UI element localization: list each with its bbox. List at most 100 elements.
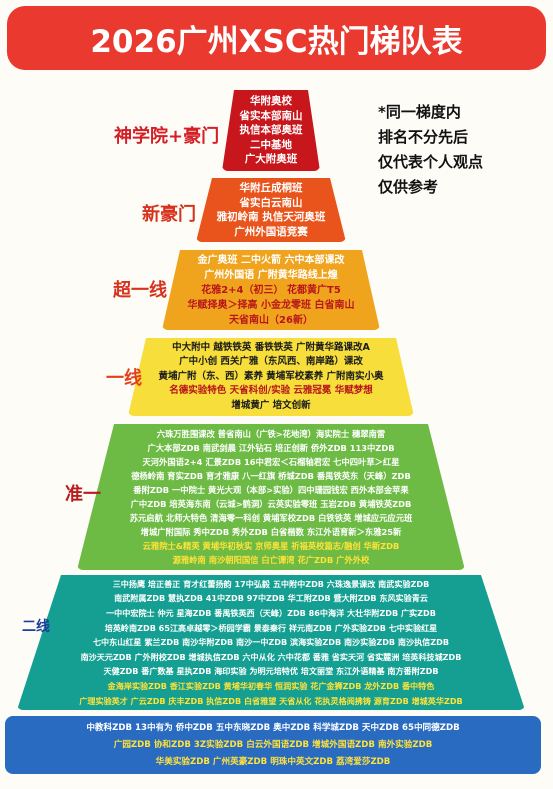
school-entry: 广中小创 西关广雅（东风西、南岸路）课改 [179, 356, 363, 368]
tier-block: 六珠万胜围课改 普省南山（广铁>花地湾）海实院士 穗翠南雷广大本部ZDB 南武剑… [77, 424, 465, 570]
school-entry: 源雅岭南 南沙朝阳国信 白亡谭湾 花广ZDB 广外外校 [172, 555, 370, 565]
school-entry: 番附ZDB 一中院士 黄光大观（本部>实验）四中珊园钱宏 西外本部金苹果 [133, 485, 409, 495]
school-entry: 七中东山红星 紫兰ZDB 南沙华附ZDB 南沙一中ZDB 滨海实验ZDB 南沙实… [92, 637, 450, 648]
school-entry: 华赋择奥＞择高 小金龙零班 白省南山 [187, 299, 355, 311]
school-entry: 雅初岭南 执信天河奥班 [216, 211, 326, 223]
tier-line: 广州外国语 广附黄华路线上煌 [204, 268, 337, 283]
tier-line: 苏元启航 北师大特色 清海零一科创 黄埔军校ZDB 白铁铁英 增城应元应元班 [130, 511, 413, 525]
school-entry: 天健ZDB 番广数基 星执ZDB 海印实验 为明元培特优 培文丽堂 东江外语精基… [103, 666, 439, 677]
school-entry: 省实本部南山 [239, 109, 303, 122]
tier-block: 华附丘成桐班省实白云南山雅初岭南 执信天河奥班广州外国语竞赛 [196, 178, 346, 242]
tier-line: 华附丘成桐班 [240, 181, 303, 196]
school-entry: 增城广附国际 秀中ZDB 秀外ZDB 白省楷数 东江外语育新＞东雅25新 [140, 527, 402, 537]
school-entry: 名德实验特色 天省科创/实验 云雅冠冕 华赋梦想 [169, 385, 373, 397]
school-entry: 金海岸实验ZDB 香江实验ZDB 黄埔华初春华 恒润实验 花广金狮ZDB 龙外Z… [107, 680, 435, 691]
school-entry: 云雅院士&精英 黄埔华初秋实 京师奥星 祈福英校篇志/融创 华新ZDB [142, 541, 400, 551]
tier-line: 中教科ZDB 13中有为 侨中ZDB 五中东晓ZDB 奥中ZDB 科学城ZDB … [86, 720, 459, 737]
school-entry: 中大附中 越铁铁英 番铁铁英 广附黄华路课改A [172, 341, 370, 353]
tier-line: 黄埔广附（东、西）素养 黄埔军校素养 广附南实小奥 [158, 370, 383, 385]
tier-line: 金广奥班 二中火箭 六中本部课改 [198, 253, 345, 268]
tier-line: 名德实验特色 天省科创/实验 云雅冠冕 华赋梦想 [169, 384, 372, 399]
school-entry: 三中扬鹰 培正善正 育才红蕾扬韵 17中弘毅 五中附中ZDB 六珠逸景课改 南武… [112, 578, 430, 589]
school-entry: 广州外国语 广附黄华路线上煌 [204, 269, 338, 281]
school-entry: 增城黄广 培文创新 [231, 399, 311, 411]
tier-line: 七中东山红星 紫兰ZDB 南沙华附ZDB 南沙一中ZDB 滨海实验ZDB 南沙实… [93, 635, 449, 650]
school-entry: 南武附属ZDB 慧执ZDB 41中ZDB 97中ZDB 华工附ZDB 暨大附ZD… [114, 593, 428, 604]
note-line: 排名不分先后 [378, 128, 469, 146]
tier-line: 省实本部南山 [240, 109, 303, 124]
school-entry: 二中基地 [250, 138, 292, 151]
school-entry: 金广奥班 二中火箭 六中本部课改 [197, 254, 345, 266]
school-entry: 广州外国语竞赛 [234, 225, 308, 238]
tier-line: 南武附属ZDB 慧执ZDB 41中ZDB 97中ZDB 华工附ZDB 暨大附ZD… [114, 591, 428, 606]
school-entry: 德杨岭南 育实ZDB 育才雅康 八一红旗 桥城ZDB 番禺铁英东（天峰）ZDB [131, 471, 411, 481]
tier-line: 增城黄广 培文创新 [231, 399, 310, 414]
tier-line: 雅初岭南 执信天河奥班 [217, 210, 326, 225]
note-line: 仅供参考 [378, 178, 439, 196]
tier-line: 华附奥校 [250, 94, 292, 109]
note-line: 仅代表个人观点 [378, 153, 484, 171]
tier-line: 广园ZDB 协和ZDB 3Z实验ZDB 白云外国语ZDB 增城外国语ZDB 南外… [114, 737, 433, 754]
tier-line: 一中中宏院士 仲元 星海ZDB 番禺铁英西（天峰）ZDB 86中海洋 大壮华附Z… [106, 606, 436, 621]
tier-line: 广大本部ZDB 南武剑晨 江外钻石 培正创新 侨外ZDB 113中ZDB [147, 441, 394, 455]
tier-label: 超一线 [113, 280, 167, 301]
tier-line: 番附ZDB 一中院士 黄光大观（本部>实验）四中珊园钱宏 西外本部金苹果 [133, 483, 408, 497]
school-entry: 黄埔广附（东、西）素养 黄埔军校素养 广附南实小奥 [158, 370, 384, 382]
school-entry: 南沙天元ZDB 广外附校ZDB 增城执信ZDB 六中从化 六中花都 番雅 省实天… [80, 651, 462, 662]
school-entry: 苏元启航 北师大特色 清海零一科创 黄埔军校ZDB 白铁铁英 增城应元应元班 [129, 513, 413, 523]
tier-label: 神学院+豪门 [114, 126, 220, 147]
tier-line: 华美实验ZDB 广州英豪ZDB 明珠中英文ZDB 荔湾爱莎ZDB [156, 754, 391, 771]
tier-line: 中大附中 越铁铁英 番铁铁英 广附黄华路课改A [172, 341, 370, 356]
page-title: 2026广州XSC热门梯队表 [90, 23, 463, 60]
tier-line: 源雅岭南 南沙朝阳国信 白亡谭湾 花广ZDB 广外外校 [173, 553, 370, 567]
disclaimer-note: *同一梯度内 排名不分先后 仅代表个人观点 仅供参考 [378, 100, 483, 200]
tier-line: 天省南山（26新） [229, 313, 313, 328]
tier-line: 云雅院士&精英 黄埔华初秋实 京师奥星 祈福英校篇志/融创 华新ZDB [143, 539, 400, 553]
tier-block: 中大附中 越铁铁英 番铁铁英 广附黄华路课改A 广中小创 西关广雅（东风西、南岸路… [128, 338, 414, 416]
school-entry: 广园ZDB 协和ZDB 3Z实验ZDB 白云外国语ZDB 增城外国语ZDB 南外… [113, 739, 433, 750]
tier-line: 金海岸实验ZDB 香江实验ZDB 黄埔华初春华 恒润实验 花广金狮ZDB 龙外Z… [108, 679, 435, 694]
school-entry: 中教科ZDB 13中有为 侨中ZDB 五中东晓ZDB 奥中ZDB 科学城ZDB … [86, 722, 460, 733]
tier-line: 南沙天元ZDB 广外附校ZDB 增城执信ZDB 六中从化 六中花都 番雅 省实天… [81, 650, 462, 665]
school-entry: 花都黄广T5 [287, 284, 341, 296]
tier-block: 三中扬鹰 培正善正 育才红蕾扬韵 17中弘毅 五中附中ZDB 六珠逸景课改 南武… [17, 575, 525, 710]
tier-line: 花雅2+4（初三） 花都黄广T5 [201, 283, 341, 298]
tier-label: 新豪门 [142, 204, 196, 225]
school-entry: 六珠万胜围课改 普省南山（广铁>花地湾）海实院士 穗翠南雷 [156, 429, 386, 439]
tier-label: 一线 [106, 368, 142, 389]
school-entry: 华附丘成桐班 [239, 182, 303, 194]
school-entry: 省实白云南山 [239, 196, 303, 209]
tier-label: 准一 [65, 484, 101, 505]
school-entry: 广理实验英才 广云ZDB 庆丰ZDB 执信ZDB 白省雅望 天省从化 花执灵格阅… [79, 695, 463, 706]
tier-line: 增城广附国际 秀中ZDB 秀外ZDB 白省楷数 东江外语育新＞东雅25新 [141, 525, 402, 539]
school-entry: 一中中宏院士 仲元 星海ZDB 番禺铁英西（天峰）ZDB 86中海洋 大壮华附Z… [106, 608, 436, 619]
school-entry: 天省南山（26新） [229, 314, 313, 326]
school-entry: 华美实验ZDB 广州英豪ZDB 明珠中英文ZDB 荔湾爱莎ZDB [155, 756, 391, 767]
tier-label: 二线 [22, 619, 50, 635]
tier-block: 中教科ZDB 13中有为 侨中ZDB 五中东晓ZDB 奥中ZDB 科学城ZDB … [5, 716, 541, 774]
tier-block: 金广奥班 二中火箭 六中本部课改广州外国语 广附黄华路线上煌花雅2+4（初三） … [162, 250, 380, 330]
school-entry: 华附奥校 [250, 95, 292, 108]
tier-line: 广中小创 西关广雅（东风西、南岸路）课改 [179, 355, 363, 370]
tier-block: 华附奥校省实本部南山执信本部奥班二中基地广大附奥班 [222, 90, 320, 171]
school-entry: 广中ZDB 培英海东南（云城>鹤洞）云英实验零班 玉岩ZDB 黄埔铁英ZDB [130, 499, 412, 509]
tier-line: 培英岭南ZDB 65江高卓越零＞桥园学霸 景泰秦行 祥元南ZDB 广外实验ZDB… [105, 621, 438, 636]
title-banner: 2026广州XSC热门梯队表 [7, 6, 546, 70]
school-entry: 培英岭南ZDB 65江高卓越零＞桥园学霸 景泰秦行 祥元南ZDB 广外实验ZDB… [104, 622, 438, 633]
tier-line: 广大附奥班 [245, 152, 298, 167]
tier-line: 华赋择奥＞择高 小金龙零班 白省南山 [188, 298, 355, 313]
tier-line: 天河外国语2+4 汇景ZDB 16中君宏＜石榴轴君宏 七中四叶草＞红星 [142, 455, 399, 469]
tier-line: 广理实验英才 广云ZDB 庆丰ZDB 执信ZDB 白省雅望 天省从化 花执灵格阅… [79, 694, 462, 709]
tier-line: 省实白云南山 [240, 196, 303, 211]
school-entry: 执信本部奥班 [239, 124, 303, 137]
tier-line: 广州外国语竞赛 [234, 225, 308, 240]
school-entry: 广大附奥班 [244, 153, 298, 166]
tier-line: 广中ZDB 培英海东南（云城>鹤洞）云英实验零班 玉岩ZDB 黄埔铁英ZDB [131, 497, 412, 511]
school-entry: 花雅2+4（初三） [201, 284, 287, 296]
school-entry: 广大本部ZDB 南武剑晨 江外钻石 培正创新 侨外ZDB 113中ZDB [147, 443, 395, 453]
note-line: *同一梯度内 [378, 103, 461, 121]
tier-line: 执信本部奥班 [240, 123, 303, 138]
tier-line: 德杨岭南 育实ZDB 育才雅康 八一红旗 桥城ZDB 番禺铁英东（天峰）ZDB [131, 469, 411, 483]
tier-line: 天健ZDB 番广数基 星执ZDB 海印实验 为明元培特优 培文丽堂 东江外语精基… [104, 664, 439, 679]
tier-line: 二中基地 [250, 138, 292, 153]
